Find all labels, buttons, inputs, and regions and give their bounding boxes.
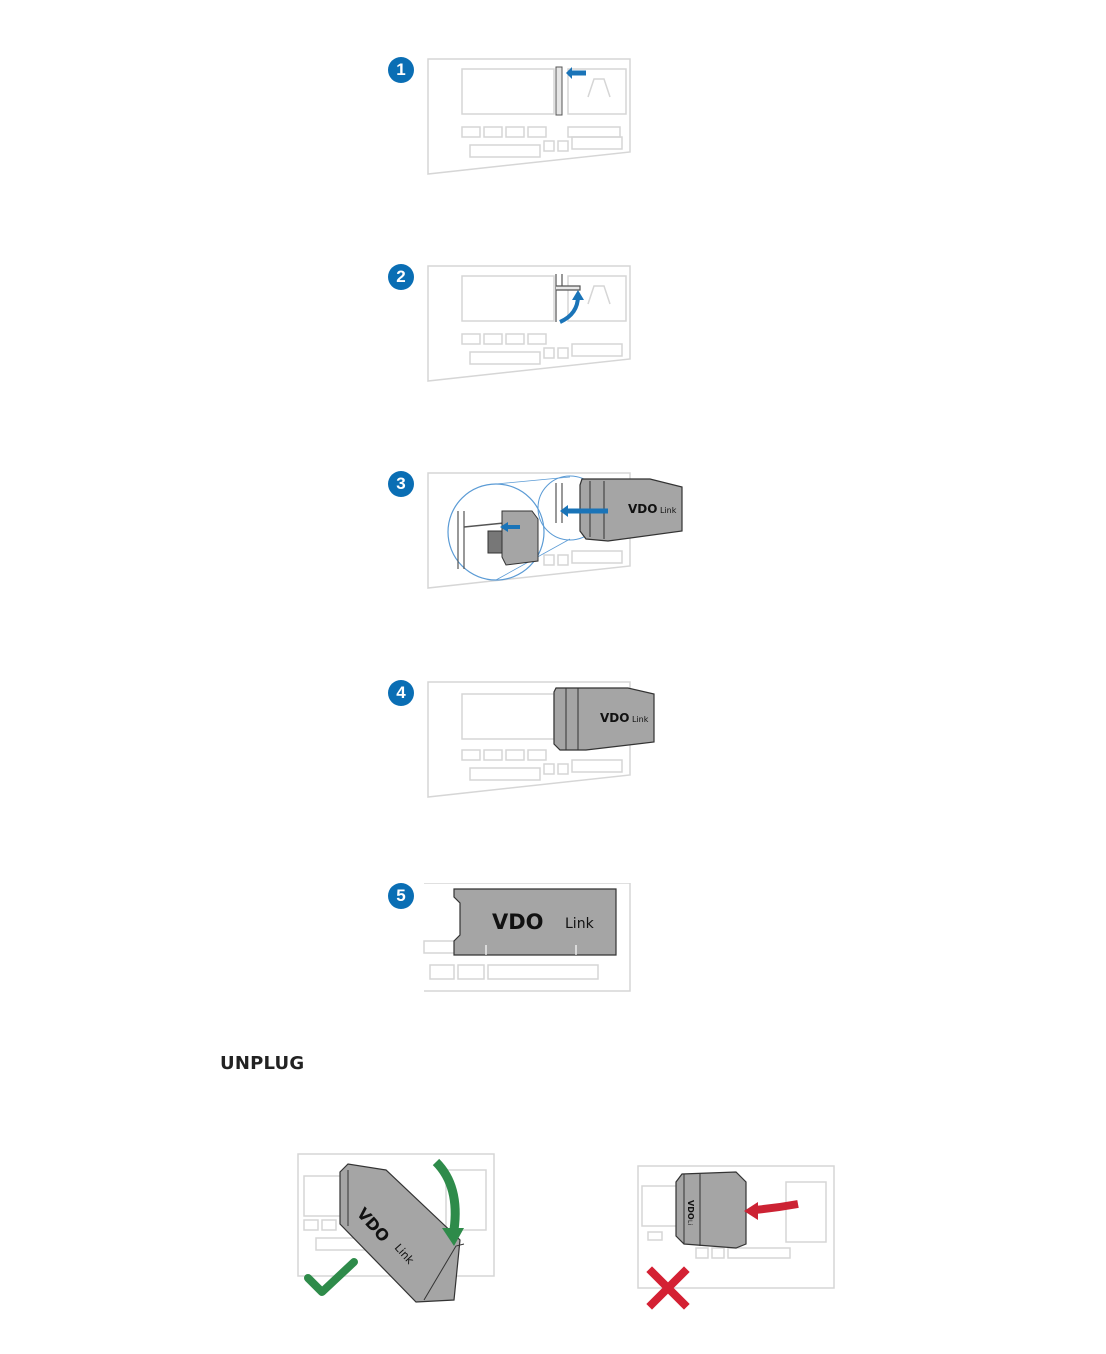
dongle-brand-label: VDO	[600, 711, 629, 725]
vdo-link-dongle	[579, 478, 683, 542]
tachograph-illustration	[427, 58, 631, 175]
tachograph-illustration: VDO Link	[427, 681, 655, 798]
step-5: 5 VDO Link	[380, 883, 700, 1013]
step-number-badge: 2	[388, 264, 414, 290]
vdo-link-dongle	[453, 888, 617, 956]
cross-icon	[646, 1266, 690, 1310]
vdo-link-dongle	[553, 687, 655, 751]
dongle-brand-label: VDO	[628, 502, 657, 516]
dongle-brand-label: VDO	[492, 910, 544, 934]
check-icon	[304, 1258, 358, 1296]
unplug-correct-illustration: VDO Link	[296, 1150, 506, 1310]
step-number-badge: 1	[388, 57, 414, 83]
step-number-badge: 4	[388, 680, 414, 706]
tachograph-illustration: VDO Link	[423, 883, 631, 992]
dongle-suffix-label: Link	[565, 916, 595, 932]
tilt-arrow	[432, 1158, 460, 1231]
step-number-badge: 5	[388, 883, 414, 909]
step-1: 1	[380, 57, 700, 187]
dongle-suffix-label: Link	[660, 506, 677, 515]
dongle-suffix-label: Li	[686, 1220, 693, 1225]
step-4: 4 VDO Link	[380, 680, 700, 810]
vdo-link-dongle	[339, 1163, 461, 1303]
step-number-badge: 3	[388, 471, 414, 497]
dongle-brand-label: VDO	[686, 1200, 695, 1220]
dongle-suffix-label: Link	[632, 715, 649, 724]
unplug-wrong-illustration: VDO Li	[636, 1164, 846, 1314]
tachograph-illustration: VDO Link	[427, 472, 683, 589]
section-title: UNPLUG	[220, 1053, 305, 1074]
step-2: 2	[380, 264, 700, 394]
tachograph-illustration	[427, 265, 631, 382]
pull-arrow	[753, 1200, 799, 1214]
vdo-link-dongle	[675, 1171, 747, 1249]
step-3: 3 VDO Link	[380, 471, 700, 601]
